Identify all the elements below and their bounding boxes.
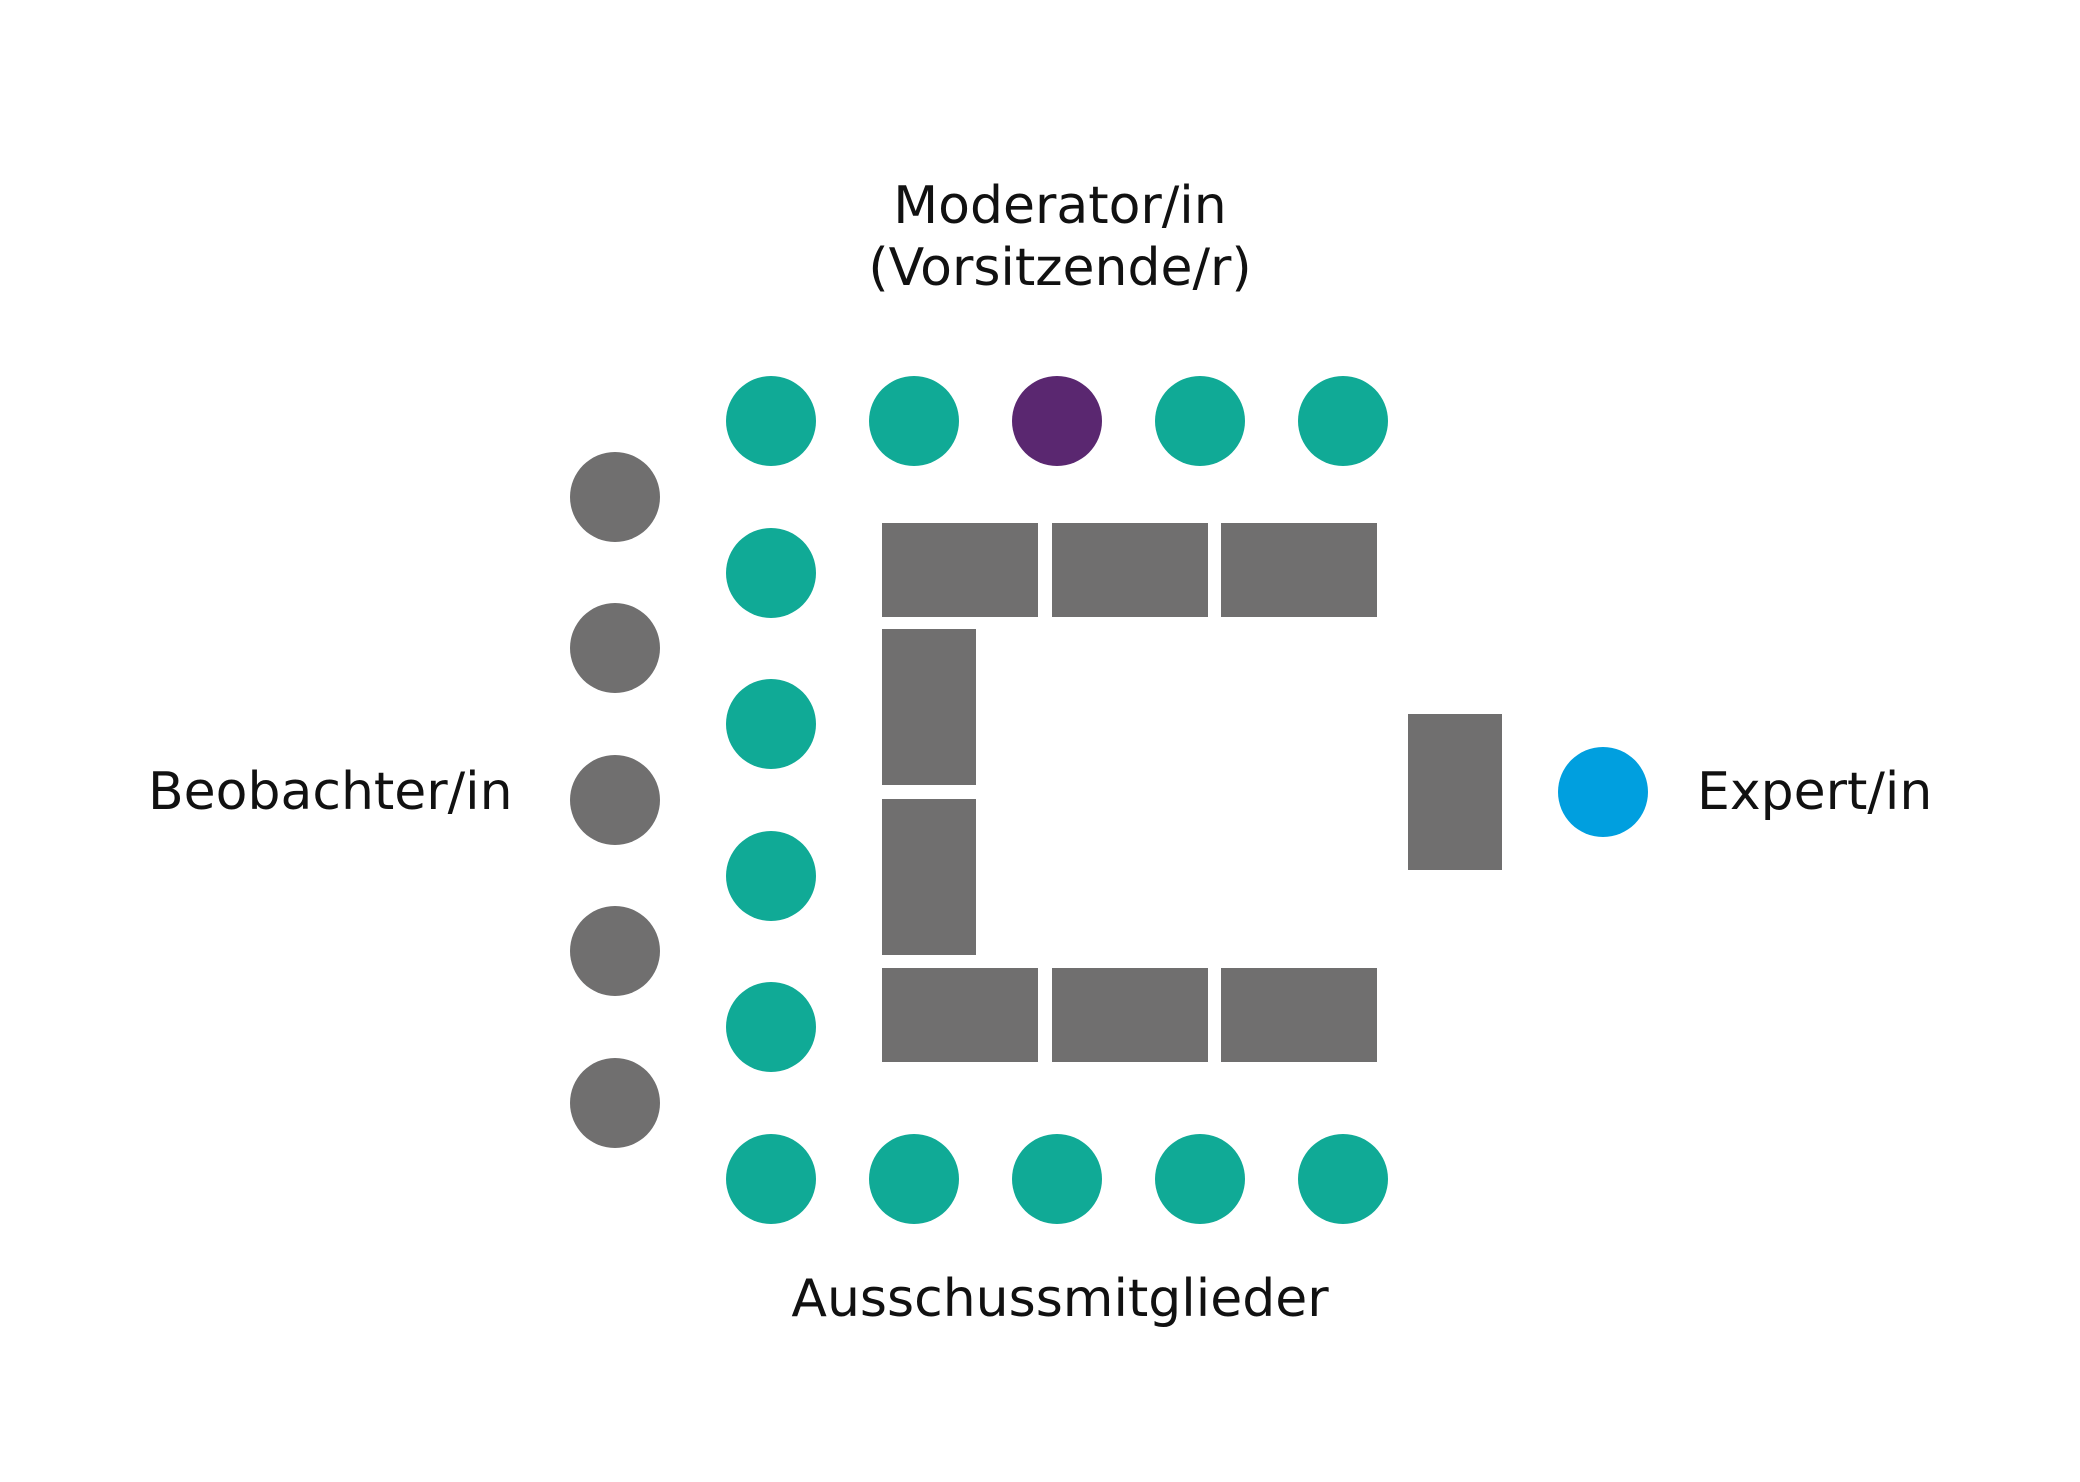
- table-left-2: [882, 799, 976, 955]
- seat-member: [869, 376, 959, 466]
- table-bottom-2: [1052, 968, 1208, 1062]
- seat-member: [1298, 1134, 1388, 1224]
- table-bottom-1: [882, 968, 1038, 1062]
- table-left-1: [882, 629, 976, 785]
- seat-expert: [1558, 747, 1648, 837]
- seat-member: [726, 528, 816, 618]
- table-top-1: [882, 523, 1038, 617]
- seat-member: [1155, 1134, 1245, 1224]
- seat-member: [869, 1134, 959, 1224]
- seat-observer: [570, 1058, 660, 1148]
- seat-member: [1012, 1134, 1102, 1224]
- seat-member: [726, 831, 816, 921]
- table-top-2: [1052, 523, 1208, 617]
- moderator-label: Moderator/in (Vorsitzende/r): [760, 175, 1360, 300]
- seat-member: [726, 982, 816, 1072]
- members-label: Ausschussmitglieder: [791, 1269, 1329, 1329]
- table-top-3: [1221, 523, 1377, 617]
- seat-member: [726, 376, 816, 466]
- seat-member: [1298, 376, 1388, 466]
- moderator-label-line1: Moderator/in: [893, 176, 1227, 236]
- seat-member: [726, 1134, 816, 1224]
- moderator-label-line2: (Vorsitzende/r): [868, 238, 1252, 299]
- expert-label: Expert/in: [1697, 762, 1933, 822]
- seat-member: [726, 679, 816, 769]
- seat-member: [1155, 376, 1245, 466]
- seat-moderator: [1012, 376, 1102, 466]
- seat-observer: [570, 906, 660, 996]
- observer-label: Beobachter/in: [148, 762, 513, 822]
- table-bottom-3: [1221, 968, 1377, 1062]
- seat-observer: [570, 603, 660, 693]
- seat-observer: [570, 452, 660, 542]
- seat-observer: [570, 755, 660, 845]
- table-expert: [1408, 714, 1502, 870]
